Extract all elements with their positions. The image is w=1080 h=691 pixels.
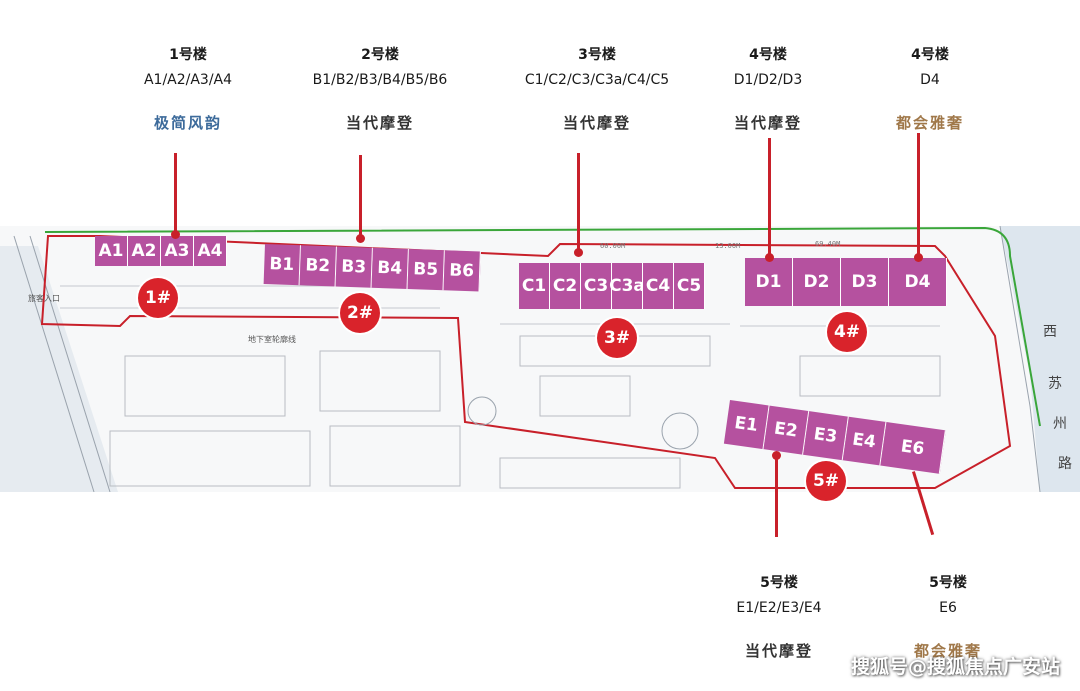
unit-list: A1/A2/A3/A4	[143, 72, 233, 88]
unit-b4: B4	[371, 247, 409, 290]
style-name: 极简风韵	[153, 114, 223, 132]
style-name: 都会雅奢	[913, 642, 983, 660]
pin-line-4-d4	[914, 133, 923, 262]
roundabout	[467, 396, 497, 426]
unit-list: E1/E2/E3/E4	[736, 600, 822, 616]
unit-c2: C2	[550, 263, 581, 309]
watermark: 搜狐号@搜狐焦点广安站	[850, 656, 1060, 678]
unit-e1: E1	[723, 400, 770, 450]
road-name-char: 路	[1058, 456, 1072, 472]
unit-d2: D2	[793, 258, 841, 306]
unit-b6: B6	[443, 250, 481, 292]
unit-list: D4	[920, 72, 940, 88]
road-name-char: 苏	[1048, 376, 1062, 392]
building-name: 5号楼	[929, 575, 967, 591]
unit-d1: D1	[745, 258, 793, 306]
building-name: 3号楼	[578, 47, 616, 63]
style-name: 当代摩登	[345, 114, 415, 132]
site-boundary	[40, 235, 1012, 489]
unit-b1: B1	[263, 244, 301, 286]
dim-label: 13.00M	[715, 242, 740, 250]
pin-line-3	[574, 153, 583, 257]
building-badge-4: 4#	[827, 312, 867, 352]
unit-c3: C3	[581, 263, 612, 309]
road-edge	[999, 226, 1031, 407]
unit-c4: C4	[643, 263, 674, 309]
building-badge-5: 5#	[806, 461, 846, 501]
roundabout	[661, 412, 699, 450]
road-edge	[13, 235, 95, 492]
unit-c1: C1	[519, 263, 550, 309]
unit-list: B1/B2/B3/B4/B5/B6	[312, 72, 448, 88]
building-badge-1: 1#	[138, 278, 178, 318]
pin-line-1	[171, 153, 180, 239]
road-edge	[29, 235, 111, 492]
unit-b5: B5	[407, 249, 445, 291]
entrance-label: 旅客入口	[28, 293, 60, 303]
unit-list: E6	[939, 600, 957, 616]
unit-d4: D4	[889, 258, 947, 306]
unit-e2: E2	[763, 405, 810, 455]
dim-label: 60.00M	[600, 242, 625, 250]
building-name: 4号楼	[749, 47, 787, 63]
green-boundary	[44, 226, 1041, 427]
unit-a1: A1	[95, 236, 128, 266]
pin-line-5	[772, 451, 781, 537]
road-name-char: 西	[1043, 324, 1057, 340]
unit-c5: C5	[674, 263, 705, 309]
style-name: 都会雅奢	[895, 114, 965, 132]
building-badge-3: 3#	[597, 318, 637, 358]
unit-c3a: C3a	[609, 263, 645, 309]
unit-b3: B3	[335, 246, 373, 288]
dim-label: 69.40M	[815, 240, 840, 248]
unit-e3: E3	[803, 411, 849, 461]
building-name: 5号楼	[760, 575, 798, 591]
right-road	[1000, 226, 1080, 492]
underground-label: 地下室轮廓线	[248, 334, 296, 344]
unit-list: D1/D2/D3	[733, 72, 803, 88]
unit-b2: B2	[299, 245, 337, 287]
left-road	[0, 246, 118, 492]
pin-line-2	[356, 155, 365, 243]
road-edge	[1029, 405, 1041, 492]
style-name: 当代摩登	[562, 114, 632, 132]
unit-e4: E4	[842, 416, 887, 466]
building-name: 4号楼	[911, 47, 949, 63]
road-name-char: 州	[1053, 416, 1067, 432]
pin-line-4	[765, 138, 774, 262]
building-name: 1号楼	[169, 47, 207, 63]
style-name: 当代摩登	[733, 114, 803, 132]
unit-a4: A4	[194, 236, 227, 266]
neighbor-blocks	[109, 335, 941, 489]
building-name: 2号楼	[361, 47, 399, 63]
unit-list: C1/C2/C3/C3a/C4/C5	[524, 72, 670, 88]
style-name: 当代摩登	[744, 642, 814, 660]
unit-a3: A3	[161, 236, 194, 266]
unit-d3: D3	[841, 258, 889, 306]
unit-a2: A2	[128, 236, 161, 266]
unit-e6: E6	[880, 421, 946, 474]
building-badge-2: 2#	[340, 293, 380, 333]
